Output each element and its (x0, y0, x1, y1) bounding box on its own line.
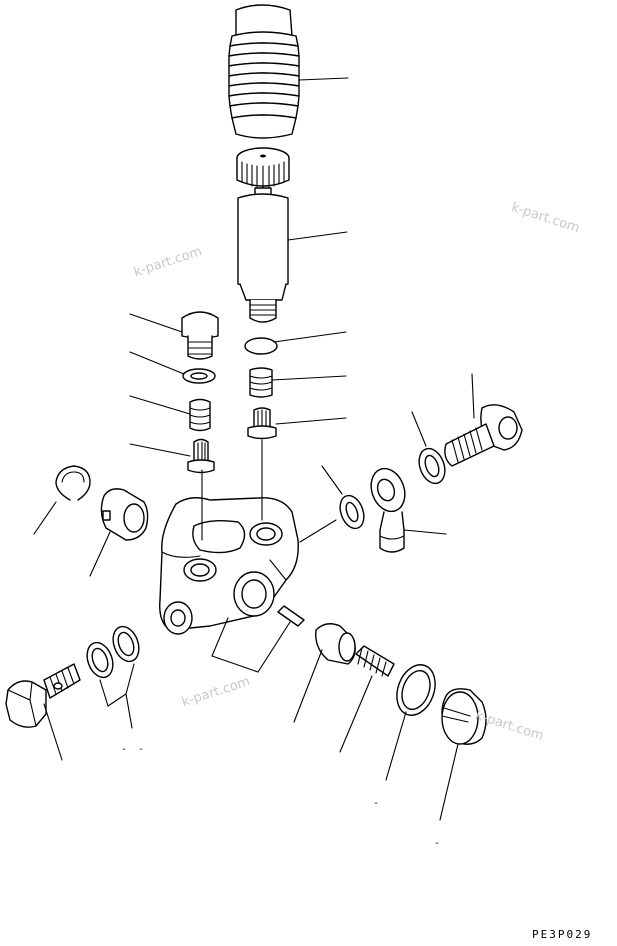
dash-mark: - (434, 838, 441, 849)
dash-mark: - (121, 744, 128, 755)
bolt-right-part (444, 404, 523, 467)
dash-mark: - (373, 798, 380, 809)
boot-part (228, 4, 300, 139)
priming-pump-part (236, 147, 290, 323)
sleeve-part (100, 488, 149, 541)
snap-ring-part (55, 465, 91, 501)
gasket-part (182, 368, 216, 384)
check-valve-part (247, 407, 277, 440)
plug-lower-part (441, 688, 487, 745)
dash-mark: - (138, 744, 145, 755)
bolt-lower-part (5, 663, 81, 728)
gasket-lower-part (396, 664, 436, 716)
leader-lines (33, 77, 475, 821)
spring-part (249, 367, 273, 398)
pump-body-part (159, 497, 299, 635)
piston-part (315, 623, 356, 665)
plug-part (181, 311, 219, 360)
left-valve-part (187, 438, 215, 474)
left-spring-part (189, 398, 211, 432)
drawing-code: PE3P029 (532, 928, 593, 941)
lower-spring-part (355, 645, 395, 677)
o-ring-part (244, 337, 278, 355)
pin-part (277, 605, 305, 627)
gasket-right-upper-part (418, 447, 446, 485)
gasket-pair-part (86, 625, 140, 679)
banjo-fitting-part (370, 467, 406, 553)
gasket-right-middle-part (339, 494, 365, 530)
